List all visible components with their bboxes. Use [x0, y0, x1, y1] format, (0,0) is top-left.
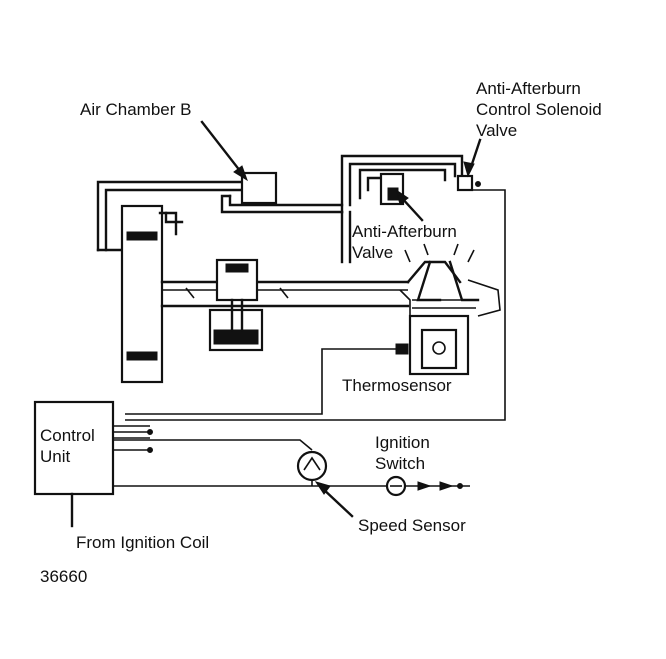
from-ignition-coil-label: From Ignition Coil — [76, 533, 209, 552]
control-unit-label-line2: Unit — [40, 447, 71, 466]
ignition-switch-label-line1: Ignition — [375, 433, 430, 452]
vacuum-hoses — [96, 154, 506, 421]
air-chamber-b — [240, 171, 278, 205]
figure-number: 36660 — [40, 567, 87, 586]
solenoid-label-line1: Anti-Afterburn — [476, 79, 581, 98]
valve-label-line1: Anti-Afterburn — [352, 222, 457, 241]
solenoid-label-line3: Valve — [476, 121, 517, 140]
pointer-arrows — [200, 120, 482, 518]
speed-sensor — [296, 450, 328, 486]
valve-label-line2: Valve — [352, 243, 393, 262]
anti-afterburn-control-solenoid-valve — [456, 174, 481, 192]
engine — [125, 243, 501, 415]
control-unit-label-line1: Control — [40, 426, 95, 445]
speed-sensor-label: Speed Sensor — [358, 516, 466, 535]
solenoid-label-line2: Control Solenoid — [476, 100, 602, 119]
control-unit — [33, 400, 470, 528]
thermosensor-label: Thermosensor — [342, 376, 452, 395]
central-valve-assembly — [185, 258, 289, 352]
throttle-body — [120, 204, 410, 384]
ignition-switch — [385, 475, 463, 497]
labels: Air Chamber B Anti-Afterburn Control Sol… — [40, 79, 602, 586]
air-chamber-b-label: Air Chamber B — [80, 100, 191, 119]
ignition-switch-label-line2: Switch — [375, 454, 425, 473]
